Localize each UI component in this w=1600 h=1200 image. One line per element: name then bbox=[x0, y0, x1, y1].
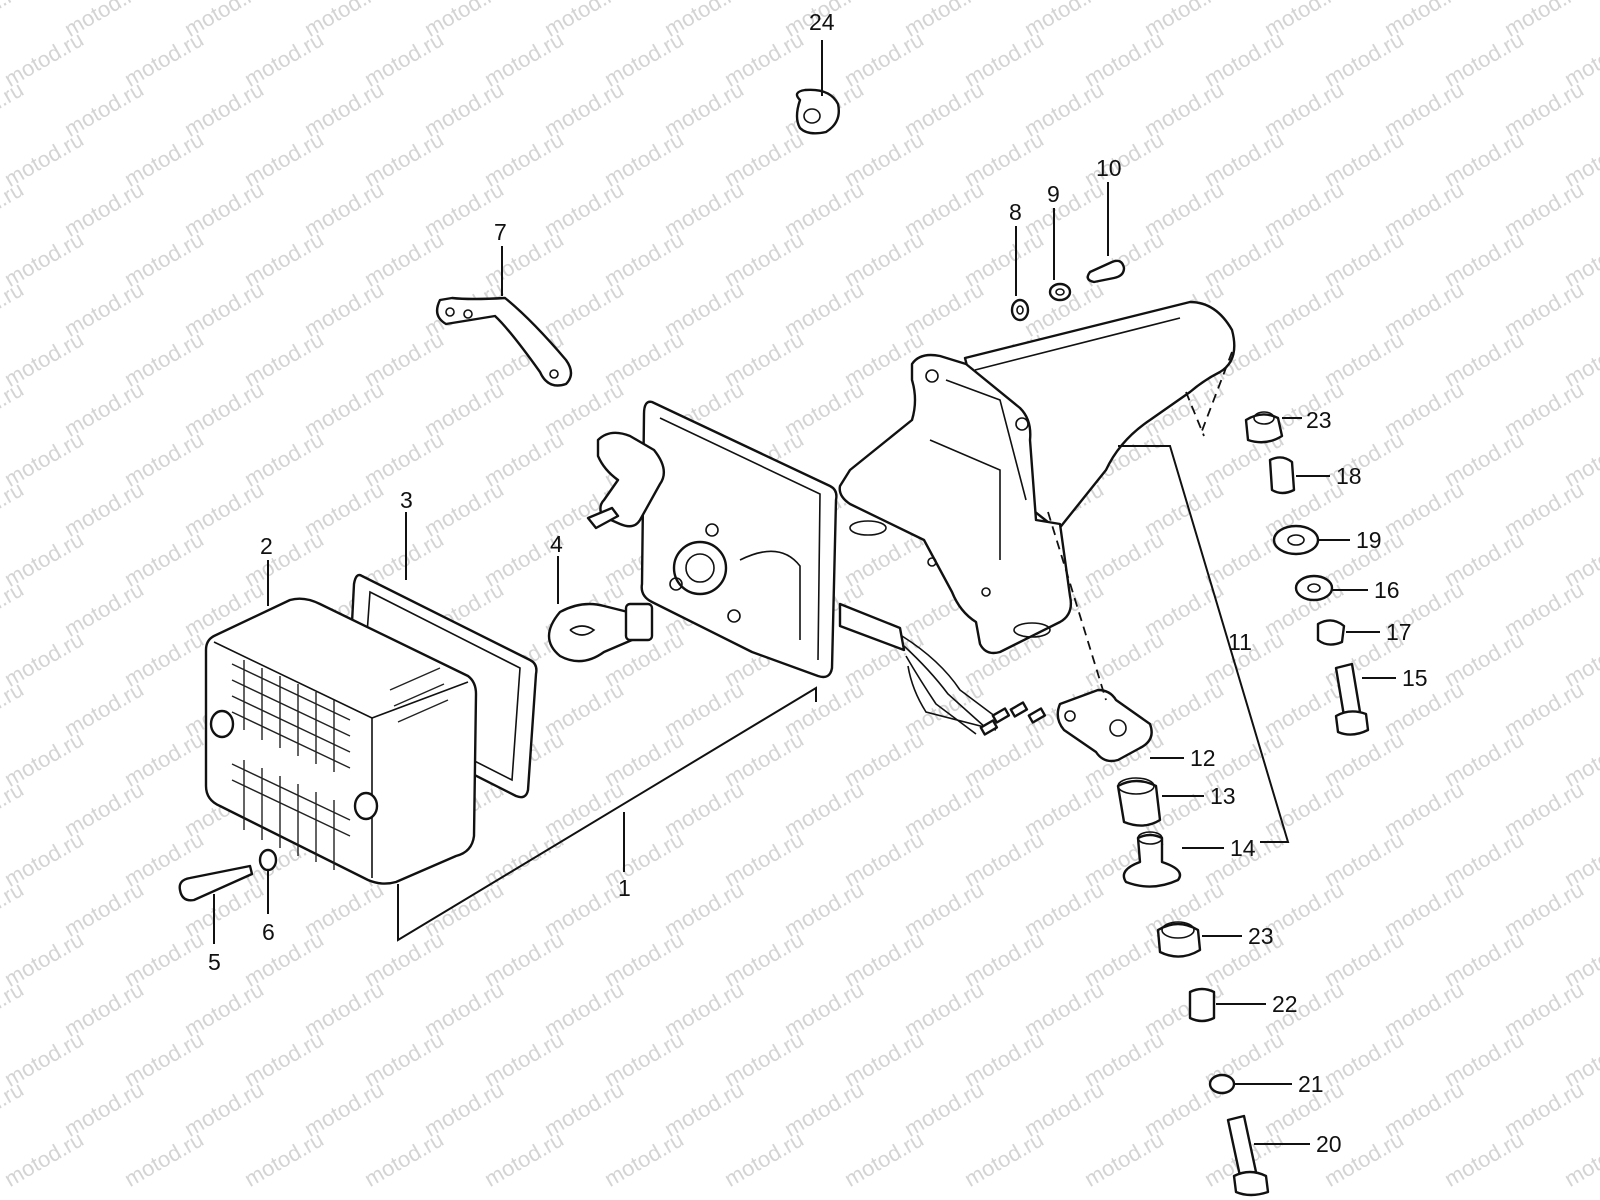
part-22-collar bbox=[1188, 987, 1266, 1023]
callout-15: 15 bbox=[1402, 665, 1428, 691]
callout-9: 9 bbox=[1047, 181, 1060, 207]
callout-12: 12 bbox=[1190, 745, 1216, 771]
part-23-nut-upper bbox=[1244, 411, 1302, 444]
part-20-bolt bbox=[1226, 1114, 1310, 1197]
part-21-lock-washer bbox=[1208, 1073, 1292, 1095]
callout-7: 7 bbox=[494, 219, 507, 245]
callout-19: 19 bbox=[1356, 527, 1382, 553]
part-8-washer bbox=[1010, 226, 1030, 322]
part-13-rubber bbox=[1116, 777, 1204, 827]
callout-21: 21 bbox=[1298, 1071, 1324, 1097]
callout-11: 11 bbox=[1228, 629, 1252, 655]
part-19-washer bbox=[1272, 524, 1350, 556]
part-12-clamp bbox=[1047, 511, 1184, 763]
part-4-bulb bbox=[547, 556, 654, 663]
callout-10: 10 bbox=[1096, 155, 1122, 181]
callout-6: 6 bbox=[262, 919, 275, 945]
part-7-bracket bbox=[435, 246, 573, 387]
callout-23-upper: 23 bbox=[1306, 407, 1332, 433]
callout-4: 4 bbox=[550, 531, 563, 557]
callout-1: 1 bbox=[618, 875, 631, 901]
callout-23-lower: 23 bbox=[1248, 923, 1274, 949]
part-10-screw bbox=[1086, 182, 1126, 284]
part-6-washer bbox=[258, 848, 278, 914]
part-1-assembly-bracket bbox=[397, 686, 817, 942]
part-15-bolt bbox=[1334, 662, 1396, 736]
part-9-lock-washer bbox=[1048, 208, 1072, 302]
part-18-collar bbox=[1268, 456, 1330, 495]
part-23-nut-lower bbox=[1156, 921, 1242, 958]
callout-5: 5 bbox=[208, 949, 221, 975]
part-16-washer bbox=[1294, 574, 1368, 602]
rear-fender-bracket bbox=[838, 300, 1236, 655]
part-2-lens bbox=[204, 560, 478, 885]
part-5-screw bbox=[178, 864, 254, 944]
callout-2: 2 bbox=[260, 533, 273, 559]
callout-16: 16 bbox=[1374, 577, 1400, 603]
part-24-grommet bbox=[795, 40, 840, 135]
part-17-nut bbox=[1316, 619, 1380, 646]
lamp-housing bbox=[586, 400, 838, 679]
callout-20: 20 bbox=[1316, 1131, 1342, 1157]
part-11-assembly-bracket bbox=[1118, 445, 1290, 843]
callout-22: 22 bbox=[1272, 991, 1298, 1017]
callout-13: 13 bbox=[1210, 783, 1236, 809]
callout-8: 8 bbox=[1009, 199, 1022, 225]
callout-18: 18 bbox=[1336, 463, 1362, 489]
callout-14: 14 bbox=[1230, 835, 1256, 861]
callout-17: 17 bbox=[1386, 619, 1412, 645]
wiring-harness bbox=[901, 635, 1047, 736]
part-14-collar bbox=[1122, 831, 1224, 888]
callout-24: 24 bbox=[809, 9, 835, 35]
callout-3: 3 bbox=[400, 487, 413, 513]
